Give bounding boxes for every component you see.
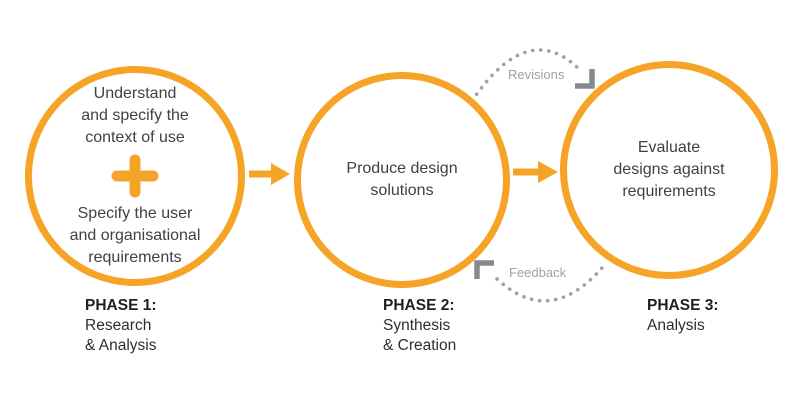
phase-2-activity: Produce design solutions [346, 160, 458, 199]
revisions-label: Revisions [508, 67, 565, 82]
phase-2-label: PHASE 2: Synthesis & Creation [383, 296, 456, 356]
phase-2-subtitle: Synthesis & Creation [383, 317, 457, 354]
feedback-label: Feedback [509, 265, 567, 280]
plus-icon [111, 154, 159, 198]
phase-1-activity-top: Understand and specify the context of us… [81, 85, 189, 146]
feedback-arrowhead-icon [474, 260, 494, 279]
phase-1-label: PHASE 1: Research & Analysis [85, 296, 157, 356]
revisions-arrowhead-icon [575, 69, 595, 89]
phase-3-circle: Evaluate designs against requirements [560, 61, 778, 279]
phase-3-label: PHASE 3: Analysis [647, 296, 719, 336]
phase-2-title: PHASE 2: [383, 297, 455, 314]
arrow-right-icon-phase2-to-phase3 [513, 161, 558, 183]
phase-3-subtitle: Analysis [647, 317, 705, 334]
phase-3-activity: Evaluate designs against requirements [613, 139, 725, 200]
phase-1-circle: Understand and specify the context of us… [25, 66, 245, 286]
feedback-dotted-arc [495, 260, 609, 303]
phase-1-activity-bottom: Specify the user and organisational requ… [69, 205, 201, 266]
phase-1-title: PHASE 1: [85, 297, 157, 314]
phase-3-title: PHASE 3: [647, 297, 719, 314]
phase-1-subtitle: Research & Analysis [85, 317, 157, 354]
phase-2-circle: Produce design solutions [294, 72, 510, 288]
arrow-right-icon-phase1-to-phase2 [249, 163, 290, 185]
